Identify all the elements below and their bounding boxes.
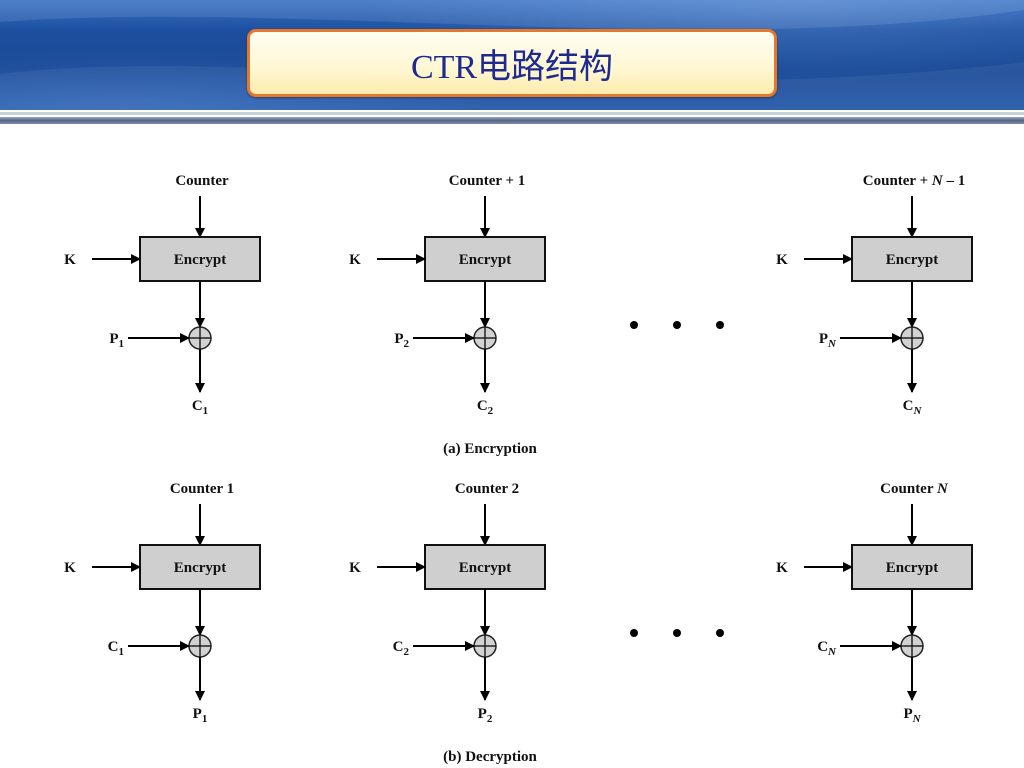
input-label-subscript: N	[827, 646, 837, 658]
counter-label-text: Counter	[880, 481, 937, 497]
encrypt-label: Encrypt	[459, 560, 512, 576]
input-label-base: P	[109, 331, 118, 347]
input-label-subscript: 1	[119, 338, 125, 350]
encrypt-label: Encrypt	[886, 252, 939, 268]
counter-label-text: Counter 2	[455, 481, 519, 497]
key-label: K	[776, 560, 788, 576]
key-label: K	[349, 252, 361, 268]
output-label: PN	[903, 706, 921, 725]
output-label-subscript: N	[912, 405, 922, 417]
key-label: K	[776, 252, 788, 268]
encrypt-label: Encrypt	[459, 252, 512, 268]
input-label: P1	[109, 331, 124, 350]
output-label-base: P	[903, 706, 912, 722]
ellipsis-dot	[716, 629, 724, 637]
output-label-base: C	[192, 398, 203, 414]
ellipsis-dot	[716, 321, 724, 329]
encrypt-box	[851, 236, 973, 282]
figure-caption: (b) Decryption	[443, 749, 537, 765]
key-label: K	[64, 252, 76, 268]
ellipsis-dot	[630, 629, 638, 637]
counter-label: Counter + 1	[449, 173, 526, 189]
output-label: C2	[477, 398, 494, 417]
ellipsis-dot	[673, 629, 681, 637]
output-label: P2	[478, 706, 493, 725]
encrypt-label: Encrypt	[174, 252, 227, 268]
title-box: CTR电路结构	[247, 29, 777, 97]
key-label: K	[64, 560, 76, 576]
input-label: CN	[817, 639, 837, 658]
output-label-subscript: 2	[488, 405, 494, 417]
xor-icon	[473, 326, 497, 350]
counter-label-text: Counter +	[863, 173, 932, 189]
counter-label: Counter 2	[455, 481, 519, 497]
encrypt-box	[851, 544, 973, 590]
slide-title: CTR电路结构	[410, 48, 614, 86]
xor-icon	[188, 326, 212, 350]
counter-label-var: N	[936, 481, 949, 497]
output-label: P1	[193, 706, 208, 725]
output-label-subscript: 2	[487, 713, 493, 725]
input-label-subscript: 2	[404, 338, 410, 350]
output-label: C1	[192, 398, 208, 417]
input-label-subscript: 1	[119, 646, 125, 658]
input-label: C2	[393, 639, 410, 658]
input-label: C1	[108, 639, 124, 658]
output-label-subscript: 1	[203, 405, 209, 417]
counter-label: Counter 1	[170, 481, 234, 497]
counter-label-suffix: – 1	[943, 173, 966, 189]
encrypt-box	[424, 236, 546, 282]
output-label-subscript: N	[912, 713, 922, 725]
counter-label-text: Counter 1	[170, 481, 234, 497]
output-label-subscript: 1	[202, 713, 208, 725]
xor-icon	[900, 634, 924, 658]
figure-caption: (a) Encryption	[443, 441, 537, 457]
input-label-subscript: 2	[404, 646, 410, 658]
counter-label: Counter	[175, 173, 229, 189]
output-label-base: P	[193, 706, 202, 722]
input-label: PN	[819, 331, 837, 350]
output-label-base: C	[903, 398, 914, 414]
input-label: P2	[394, 331, 409, 350]
counter-label: Counter N	[880, 481, 949, 497]
counter-label-text: Counter + 1	[449, 173, 526, 189]
input-label-base: P	[394, 331, 403, 347]
header-divider-dark	[0, 117, 1024, 124]
ellipsis-dot	[673, 321, 681, 329]
encrypt-label: Encrypt	[174, 560, 227, 576]
counter-label: Counter + N – 1	[863, 173, 965, 189]
input-label-base: C	[817, 639, 828, 655]
ellipsis-dot	[630, 321, 638, 329]
encrypt-box	[139, 544, 261, 590]
header-divider-light	[0, 112, 1024, 115]
xor-icon	[473, 634, 497, 658]
counter-label-var: N	[931, 173, 944, 189]
encrypt-label: Encrypt	[886, 560, 939, 576]
input-label-base: C	[108, 639, 119, 655]
counter-label-text: Counter	[175, 173, 229, 189]
xor-icon	[188, 634, 212, 658]
input-label-subscript: N	[827, 338, 837, 350]
key-label: K	[349, 560, 361, 576]
input-label-base: P	[819, 331, 828, 347]
input-label-base: C	[393, 639, 404, 655]
xor-icon	[900, 326, 924, 350]
output-label: CN	[903, 398, 923, 417]
output-label-base: P	[478, 706, 487, 722]
output-label-base: C	[477, 398, 488, 414]
